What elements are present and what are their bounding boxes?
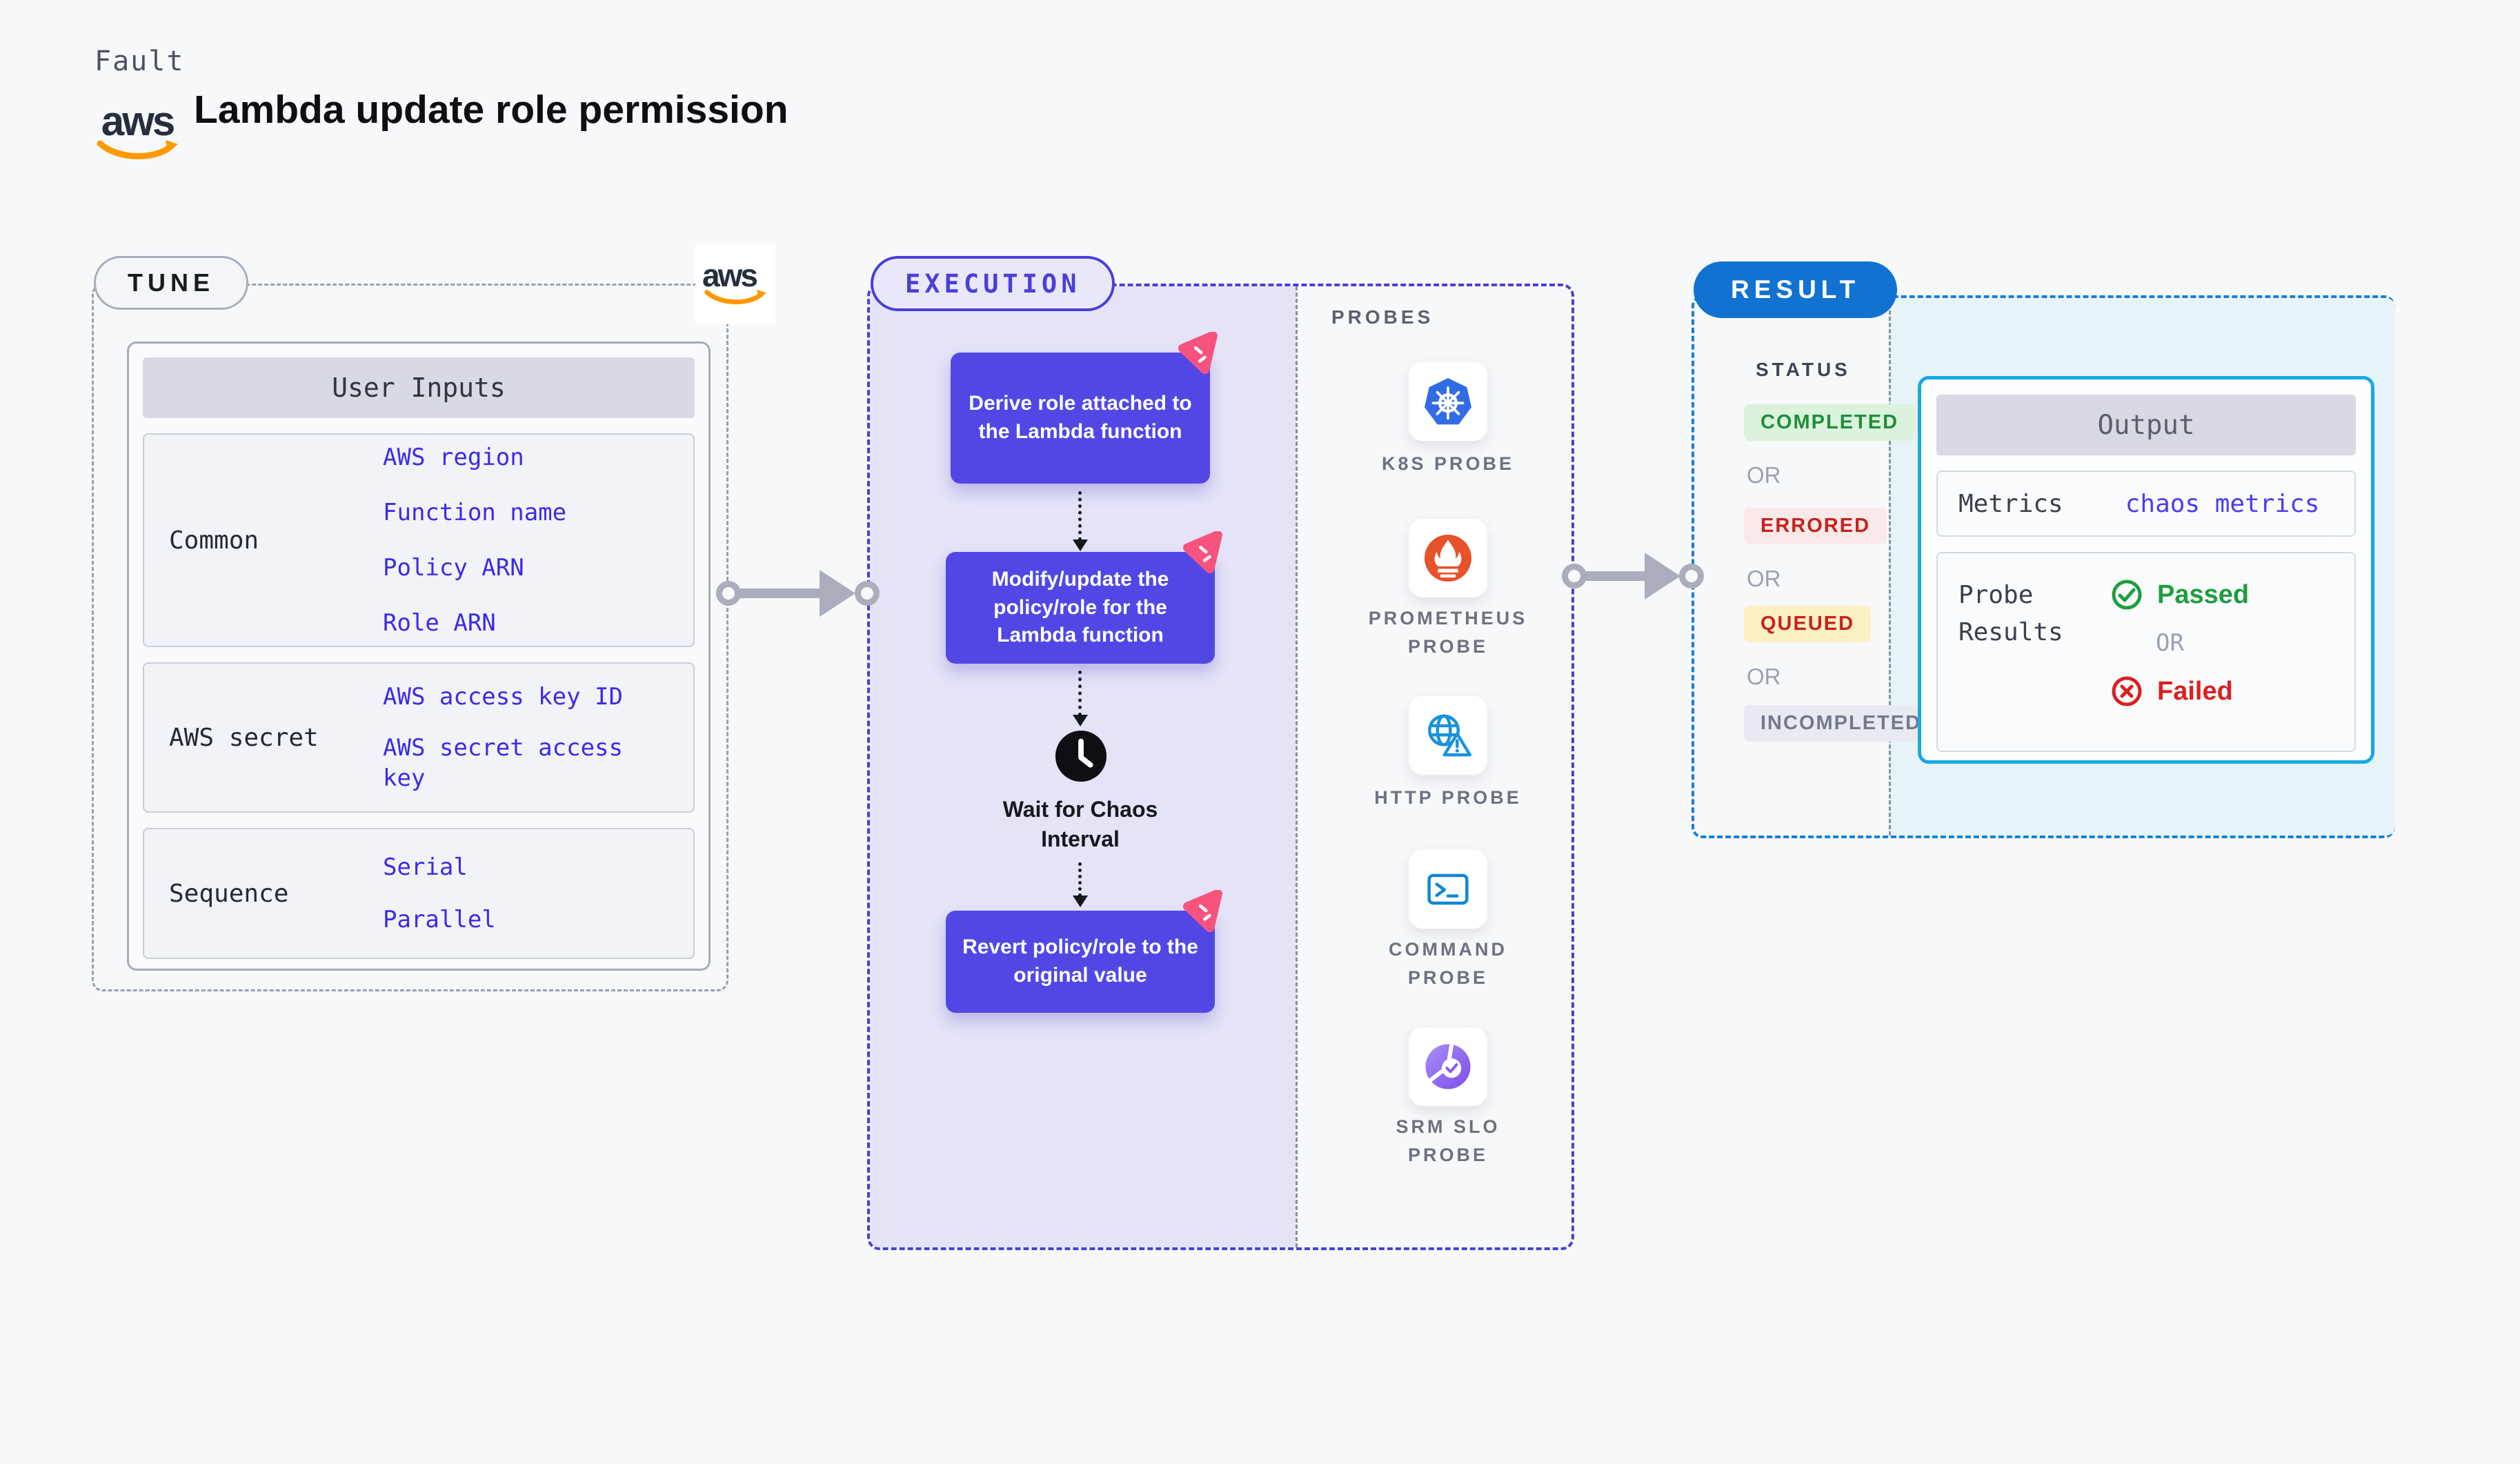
or-label: OR [1747,462,1781,488]
passed-check-icon [2112,580,2142,610]
arrow-start-circle [1562,564,1587,588]
page-title: Lambda update role permission [194,88,788,132]
status-badge-queued: QUEUED [1744,606,1872,642]
step-box-modify-policy: Modify/update the policy/role for the La… [946,531,1222,664]
probe-results-row: Probe Results Passed OR Failed [1936,552,2356,752]
table-row-aws-secret: AWS secret AWS access key ID AWS secret … [143,662,695,813]
table-row-common: Common AWS region Function name Policy A… [143,433,695,647]
status-badge-errored: ERRORED [1744,508,1887,544]
result-badge: RESULT [1694,261,1898,318]
dotted-arrow-head [1073,540,1088,551]
input-link[interactable]: Role ARN [383,609,496,637]
row-label: Sequence [169,879,289,908]
arrow-line [1586,571,1648,581]
result-status-divider [1889,298,1891,835]
srm-slo-icon [1425,1044,1471,1089]
aws-swoosh-icon [704,289,767,304]
or-label: OR [1747,566,1781,591]
probe-label: SRM SLO PROBE [1396,1116,1500,1165]
probe-results-label: Probe Results [1958,581,2063,646]
tune-section [92,284,728,991]
chaos-logo-icon [1178,332,1218,375]
step-box-revert-policy: Revert policy/role to the original value [946,890,1222,1013]
row-label: AWS secret [169,723,319,752]
http-globe-warning-icon [1428,714,1472,757]
execution-probes-divider [1296,286,1298,1247]
probe-label: K8S PROBE [1381,453,1515,474]
probe-card-command [1409,850,1487,929]
prometheus-icon [1424,534,1472,582]
wait-label: Wait for Chaos Interval [1002,797,1158,852]
aws-logo: aws [92,101,183,163]
or-label: OR [1747,664,1781,689]
status-badge-incompleted: INCOMPLETED [1744,705,1938,742]
aws-logo-small: aws [695,244,775,324]
probe-results-values: Passed OR Failed [2110,578,2249,708]
aws-wordmark: aws [101,98,175,144]
passed-label: Passed [2157,580,2250,609]
probe-label: PROMETHEUS PROBE [1368,608,1528,657]
kubernetes-icon [1424,377,1472,425]
failed-x-icon [2112,676,2142,706]
or-label: OR [2156,629,2184,657]
execution-badge: EXECUTION [871,256,1115,311]
status-badge-completed: COMPLETED [1744,404,1916,441]
user-inputs-header: User Inputs [143,357,695,418]
row-label: Common [169,526,259,555]
probe-card-http [1409,696,1487,775]
row-links: Serial Parallel [383,829,693,958]
chaos-logo-icon [1183,531,1222,574]
probe-card-srm-slo [1409,1027,1487,1106]
dotted-arrow-head [1073,896,1088,907]
step-box-derive-role: Derive role attached to the Lambda funct… [951,332,1218,484]
status-heading: STATUS [1756,359,1851,380]
probes-heading: PROBES [1331,306,1434,328]
input-link[interactable]: Parallel [383,906,496,933]
probe-label: HTTP PROBE [1374,787,1522,808]
user-inputs-table: User Inputs Common AWS region Function n… [127,342,711,971]
aws-swoosh-icon [97,140,178,159]
fault-label: Fault [95,46,185,77]
probe-card-prometheus [1409,519,1487,597]
input-link[interactable]: Serial [383,853,468,881]
step-label: Revert policy/role to the original value [962,936,1198,987]
probe-result-passed: Passed [2110,578,2249,611]
failed-label: Failed [2157,676,2233,706]
metrics-label: Metrics [1958,489,2063,518]
metrics-row: Metrics chaos metrics [1936,471,2356,537]
arrow-end-circle [1679,564,1704,588]
clock-icon [1055,730,1107,782]
aws-wordmark: aws [702,257,758,293]
input-link[interactable]: Policy ARN [383,554,524,582]
metrics-link[interactable]: chaos metrics [2125,489,2320,518]
chaos-logo-icon [1183,890,1222,933]
terminal-icon [1427,873,1469,905]
probe-label: COMMAND PROBE [1389,939,1507,988]
tune-badge: TUNE [94,256,248,310]
dotted-arrow [1078,862,1082,897]
arrow-line [740,588,823,598]
dotted-arrow-head [1073,715,1088,726]
input-link[interactable]: Function name [383,498,567,526]
input-link[interactable]: AWS secret access key [383,733,623,793]
input-link[interactable]: AWS region [383,443,524,471]
arrow-end-circle [855,581,880,606]
output-header: Output [1936,395,2356,455]
step-label: Derive role attached to the Lambda funct… [969,392,1192,443]
row-links: AWS access key ID AWS secret access key [383,664,693,811]
dotted-arrow [1078,671,1082,716]
table-row-sequence: Sequence Serial Parallel [143,828,695,959]
step-label: Modify/update the policy/role for the La… [991,567,1169,647]
arrow-head [820,570,855,617]
dotted-arrow [1078,491,1082,541]
probe-card-k8s [1409,362,1487,441]
row-links: AWS region Function name Policy ARN Role… [383,435,693,646]
output-card: Output Metrics chaos metrics Probe Resul… [1918,376,2374,764]
input-link[interactable]: AWS access key ID [383,682,623,711]
arrow-start-circle [716,581,741,606]
probe-result-failed: Failed [2110,675,2249,708]
arrow-head [1645,553,1680,600]
